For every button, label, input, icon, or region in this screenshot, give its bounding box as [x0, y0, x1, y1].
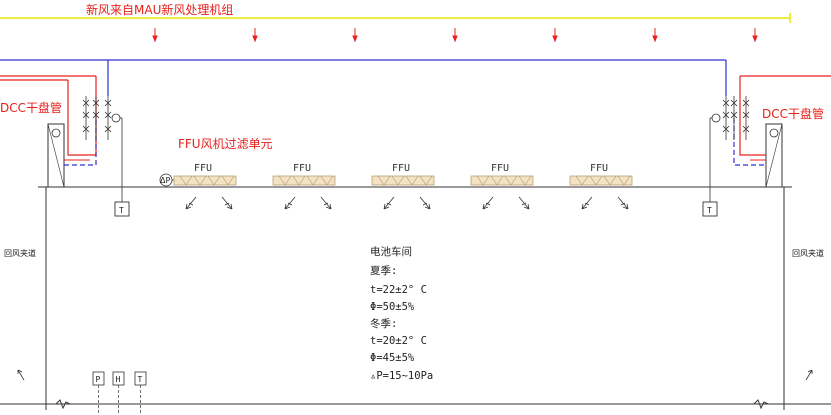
fresh-air-outlets [152, 28, 758, 43]
condition-line-0: 电池车间 [370, 245, 412, 258]
ffu-label: FFU [392, 163, 410, 174]
supply-water-header [0, 75, 831, 96]
svg-text:ΔP: ΔP [160, 176, 170, 185]
bottom-sensors: P H T [92, 371, 147, 415]
svg-text:T: T [119, 206, 124, 215]
sensor-p: P [96, 375, 101, 384]
svg-text:T: T [707, 206, 712, 215]
dcc-label-left: DCC干盘管 [0, 100, 62, 115]
fresh-air-duct [0, 13, 791, 23]
temp-sensor-left: T [114, 201, 130, 217]
ffu-unit-1: FFU [272, 163, 336, 186]
return-air-label-left: 回风夹道 [4, 248, 36, 258]
dp-gauge-icon: ΔP [159, 173, 178, 187]
condition-line-4: 冬季: [370, 317, 397, 330]
ffu-title: FFU风机过滤单元 [178, 137, 273, 151]
sensor-h: H [116, 375, 121, 384]
room-conditions: 电池车间 夏季: t=22±2° C Φ=50±5% 冬季: t=20±2° C… [370, 245, 433, 382]
room-enclosure [0, 186, 831, 410]
left-dcc-assembly [47, 80, 123, 202]
temp-sensor-right: T [702, 201, 718, 217]
ffu-label: FFU [293, 163, 311, 174]
dcc-label-right: DCC干盘管 [762, 106, 824, 121]
ffu-label: FFU [491, 163, 509, 174]
ffu-unit-3: FFU [470, 163, 534, 186]
return-water-header [0, 59, 727, 96]
sensor-t: T [138, 375, 143, 384]
ffu-unit-2: FFU [371, 163, 435, 186]
condition-line-5: t=20±2° C [370, 335, 427, 347]
ffu-label: FFU [590, 163, 608, 174]
airflow-arrows [185, 196, 629, 210]
fresh-air-title: 新风来自MAU新风处理机组 [86, 2, 233, 17]
ffu-unit-4: FFU [569, 163, 633, 186]
condition-line-6: Φ=45±5% [370, 352, 415, 364]
condition-line-1: 夏季: [370, 265, 397, 277]
condition-line-2: t=22±2° C [370, 284, 427, 296]
ffu-unit-0: FFU [173, 163, 237, 186]
condition-line-7: ▵P=15~10Pa [370, 370, 433, 382]
ffu-label: FFU [194, 163, 212, 174]
return-airflow-arrows [17, 369, 813, 381]
condition-line-3: Φ=50±5% [370, 301, 415, 313]
return-air-label-right: 回风夹道 [792, 248, 824, 258]
